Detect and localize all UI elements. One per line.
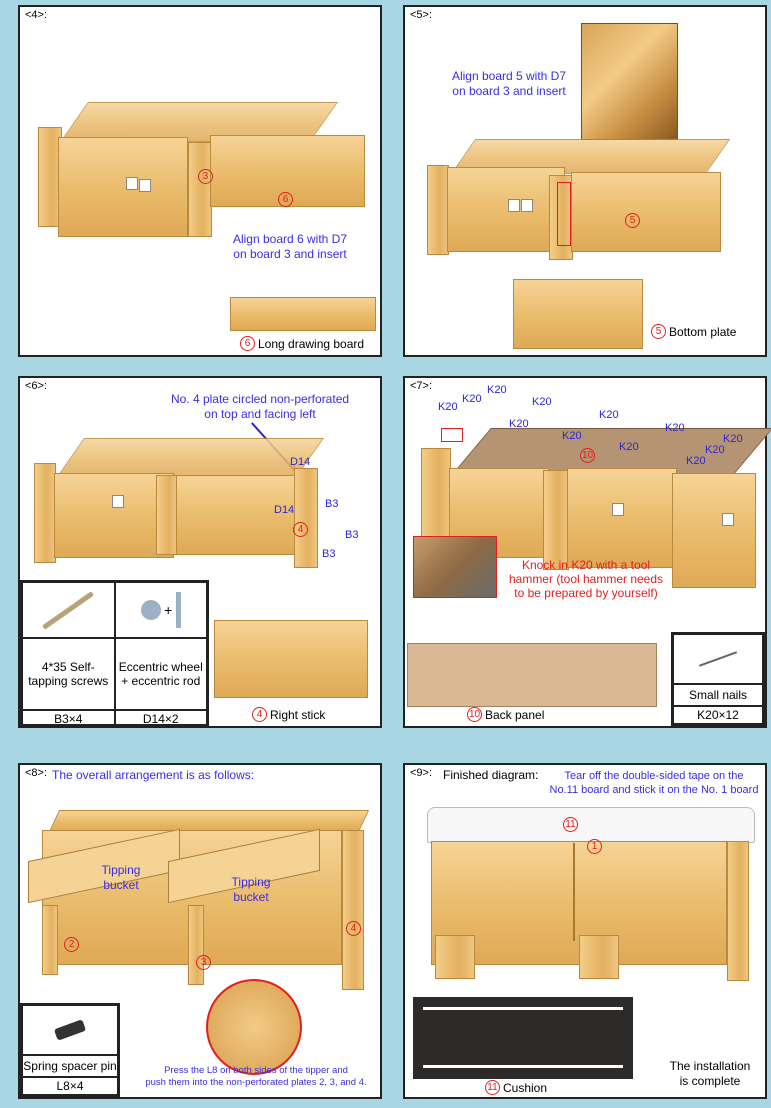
step-number: <7>: [410,380,433,392]
board-4-marker: 4 [293,522,308,537]
label-d14-top: D14 [290,456,311,468]
part-desc-spacer: Spring spacer pin [22,1055,118,1077]
board-6-marker: 6 [278,192,293,207]
board-3-marker: 3 [196,955,211,970]
step-number: <5>: [410,9,433,21]
right-stick-image [214,620,368,698]
label-b3-2: B3 [345,529,359,541]
label-b3-1: B3 [325,498,339,510]
k20-label: K20 [487,384,507,396]
parts-table: + 4*35 Self- tapping screws Eccentric wh… [20,580,209,728]
k20-label: K20 [599,409,619,421]
k20-label: K20 [686,455,706,467]
step-6-panel: <6>: No. 4 plate circled non-perforated … [18,376,382,728]
step-4-panel: <4>: 3 6 Align board 6 with D7 on board … [18,5,382,357]
eccentric-icon: + [114,582,207,638]
shelf-illustration [30,433,330,573]
k20-label: K20 [532,396,552,408]
spacer-pin-icon [22,1005,118,1055]
step-number: <4>: [25,9,48,21]
board-3-marker: 3 [198,169,213,184]
label-d14-side: D14 [274,504,295,516]
part-code-spacer: L8×4 [22,1077,118,1095]
part-code-nails: K20×12 [673,706,763,724]
tipping-bucket-label-2: Tipping bucket [231,875,271,904]
part-desc-eccentric: Eccentric wheel + eccentric rod [114,638,207,710]
step-4-caption: 6 Long drawing board [240,336,364,351]
finished-title: Finished diagram: [443,768,539,782]
k20-label: K20 [438,401,458,413]
part-code-screws: B3×4 [22,710,115,728]
step-number: <8>: [25,767,48,779]
part-desc-screws: 4*35 Self- tapping screws [22,638,115,710]
part-code-eccentric: D14×2 [114,710,207,728]
detail-photo [581,23,678,140]
bottom-plate-image [513,279,643,349]
spacer-pin-part-box: Spring spacer pin L8×4 [20,1003,120,1097]
step-7-caption: 10 Back panel [467,707,545,722]
step-5-panel: <5>: Align board 5 with D7 on board 3 an… [403,5,767,357]
step-number: <9>: [410,767,433,779]
k20-label: K20 [462,393,482,405]
board-4-marker: 4 [346,921,361,936]
hammer-photo [413,536,497,598]
step-9-panel: <9>: Finished diagram: Tear off the doub… [403,763,767,1099]
step-5-instruction: Align board 5 with D7 on board 3 and ins… [451,69,567,98]
step-7-panel: <7>: 10 K20 K20 K20 K20 K20 K20 K20 K20 … [403,376,771,728]
step-5-caption: 5 Bottom plate [651,324,736,339]
part-desc-nails: Small nails [673,684,763,706]
nails-part-box: Small nails K20×12 [671,632,765,726]
arrangement-title: The overall arrangement is as follows: [52,768,255,782]
board-5-marker: 5 [625,213,640,228]
board-10-marker: 10 [580,448,595,463]
k20-label: K20 [723,433,743,445]
cushion-image [413,997,633,1079]
k20-label: K20 [705,444,725,456]
finished-bench-illustration: 11 1 [427,807,755,987]
step-6-instruction: No. 4 plate circled non-perforated on to… [170,392,350,421]
board-11-marker: 11 [563,817,578,832]
shelf-illustration: 3 6 [34,97,368,247]
step-number: <6>: [25,380,48,392]
step-9-instruction: Tear off the double-sided tape on the No… [549,770,759,796]
board-2-marker: 2 [64,937,79,952]
board-1-marker: 1 [587,839,602,854]
detail-zoom-circle [206,979,302,1075]
cabinet-illustration [28,805,370,995]
label-b3-3: B3 [322,548,336,560]
shelf-illustration: 5 [423,137,753,262]
screw-icon [22,582,115,638]
step-4-instruction: Align board 6 with D7 on board 3 and ins… [232,232,348,261]
k20-label: K20 [509,418,529,430]
tipping-bucket-label-1: Tipping bucket [101,863,141,892]
k20-label: K20 [665,422,685,434]
k20-label: K20 [619,441,639,453]
step-8-panel: <8>: The overall arrangement is as follo… [18,763,382,1099]
long-drawing-board-image [230,297,376,331]
back-panel-image [407,643,657,707]
installation-complete: The installation is complete [669,1059,751,1088]
step-9-caption: 11 Cushion [485,1080,547,1095]
k20-label: K20 [562,430,582,442]
step-8-instruction: Press the L8 on both sides of the tipper… [145,1065,367,1088]
step-6-caption: 4 Right stick [252,707,325,722]
nail-icon [673,634,763,684]
step-7-instruction: Knock in K20 with a tool hammer (tool ha… [508,558,664,600]
